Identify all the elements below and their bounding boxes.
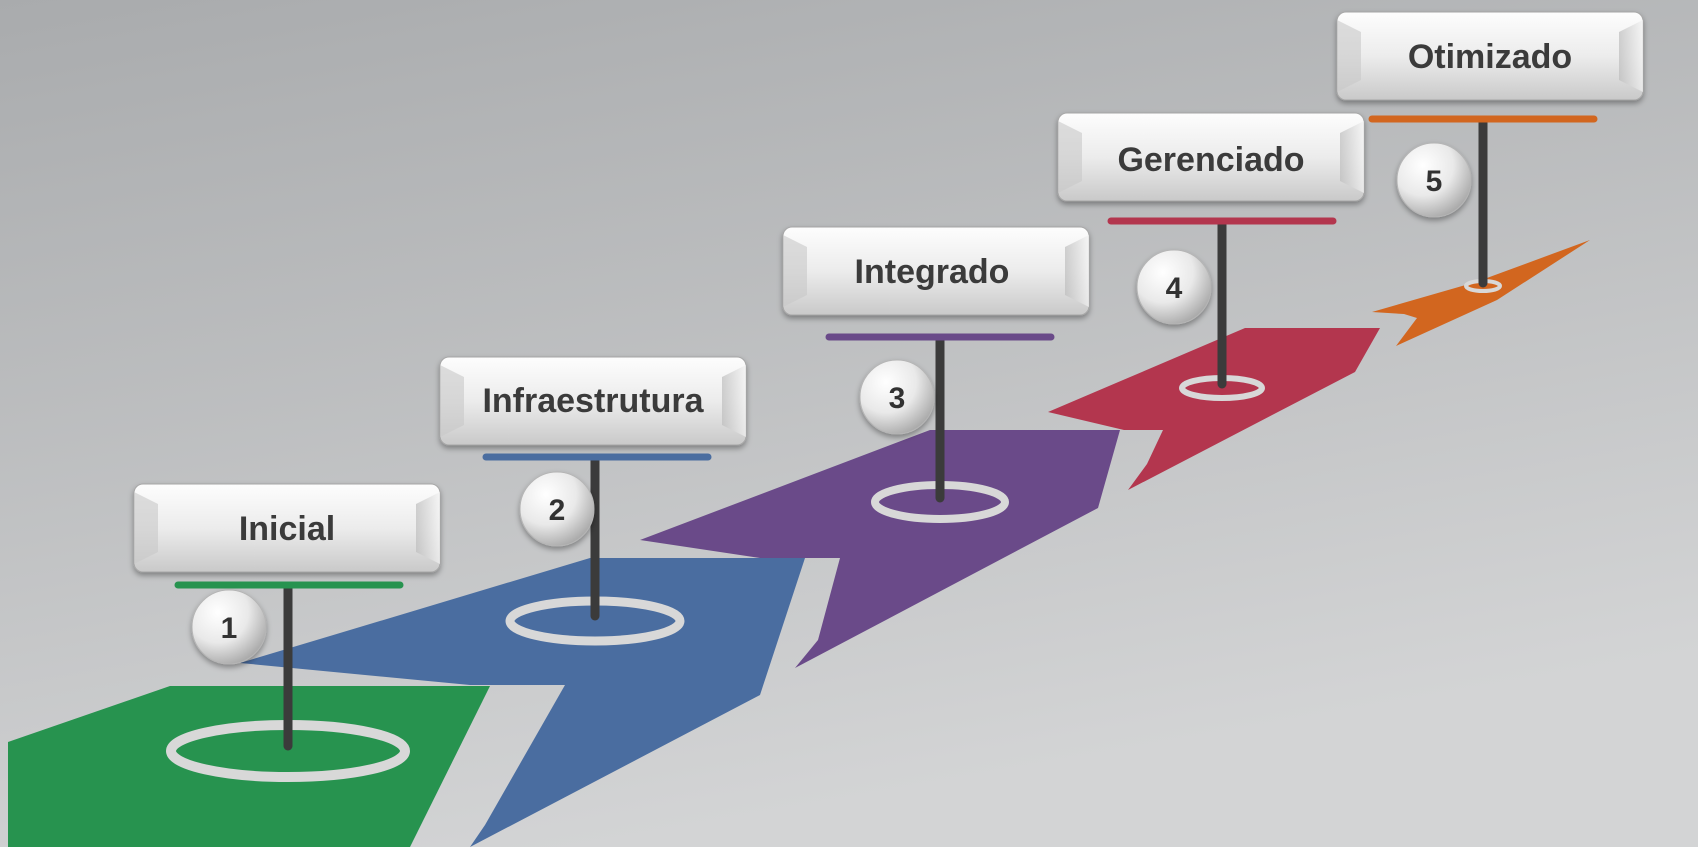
step-number-1: 1 xyxy=(221,612,238,645)
sign-bars xyxy=(174,115,1598,589)
path-segment-1 xyxy=(8,686,490,847)
stage-label-2: Infraestrutura xyxy=(482,382,704,420)
step-number-3: 3 xyxy=(889,382,906,415)
posts xyxy=(283,117,1488,751)
step-badge-1: 1 xyxy=(191,589,267,665)
sign-5: Otimizado xyxy=(1336,11,1644,101)
sign-1: Inicial xyxy=(133,483,441,573)
sign-2: Infraestrutura xyxy=(439,356,747,446)
step-badge-5: 5 xyxy=(1396,142,1472,218)
step-badge-2: 2 xyxy=(519,471,595,547)
step-number-5: 5 xyxy=(1426,165,1443,198)
step-badge-4: 4 xyxy=(1136,249,1212,325)
stage-label-5: Otimizado xyxy=(1408,38,1572,76)
stage-label-3: Integrado xyxy=(855,253,1010,291)
stage-label-1: Inicial xyxy=(239,510,335,548)
stage-label-4: Gerenciado xyxy=(1117,141,1304,179)
step-badge-3: 3 xyxy=(859,359,935,435)
sign-3: Integrado xyxy=(782,226,1090,316)
step-number-2: 2 xyxy=(549,494,566,527)
path-segment-3 xyxy=(640,430,1120,668)
path-segment-5 xyxy=(1372,240,1590,346)
path-segment-4 xyxy=(1048,328,1380,490)
step-number-4: 4 xyxy=(1166,272,1183,305)
sign-4: Gerenciado xyxy=(1057,112,1365,202)
